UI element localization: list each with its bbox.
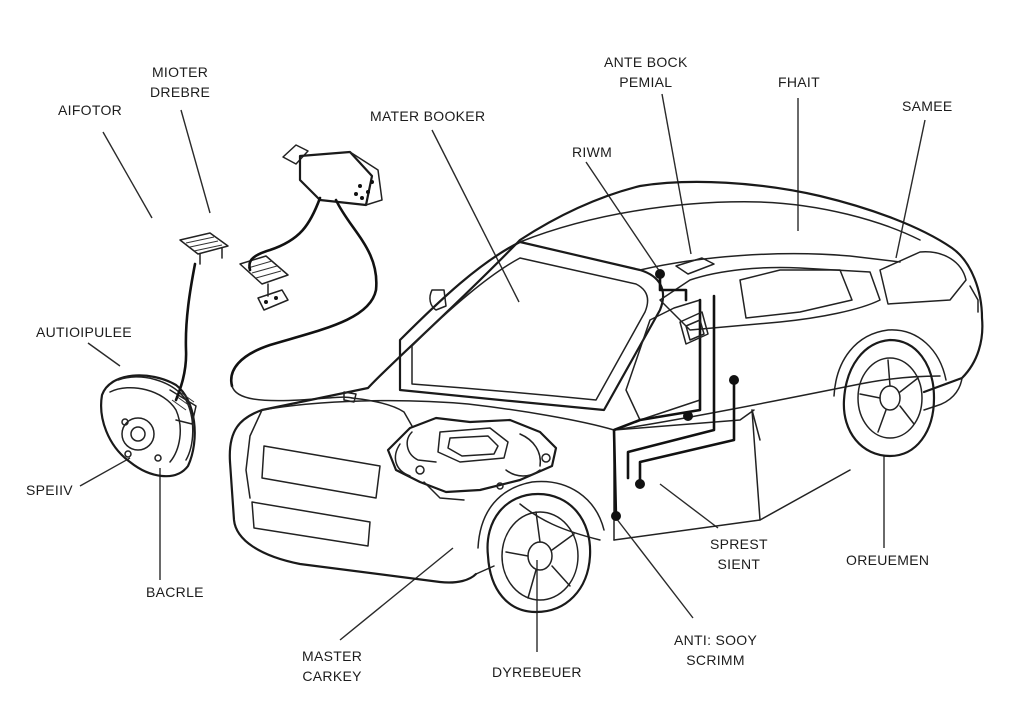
- label-fhait: FHAIT: [778, 74, 820, 90]
- label-master-booster: MATER BOOKER: [370, 108, 486, 124]
- car-body: [228, 180, 984, 584]
- rear-wheel: [833, 329, 947, 458]
- control-box: [679, 311, 709, 345]
- label-ante-block-line2: PEMIAL: [619, 74, 673, 90]
- label-master-brake-line2: DREBRE: [150, 84, 211, 100]
- label-sprest-sient: SPREST SIENT: [710, 534, 768, 574]
- brake-caliper: [100, 374, 197, 478]
- brake-pedal-left: [179, 232, 229, 255]
- brake-pedal-right: [239, 255, 289, 285]
- label-master-brake: MIOTER DREBRE: [150, 62, 210, 102]
- label-dyrebeuer: DYREBEUER: [492, 664, 582, 680]
- brake-lines: [174, 196, 378, 402]
- abs-module: [343, 391, 558, 501]
- junction-node: [655, 269, 665, 279]
- label-ante-block-pedal: ANTE BOCK PEMIAL: [604, 52, 688, 92]
- label-speed: SPEIIV: [26, 482, 73, 498]
- label-sprest-line2: SIENT: [717, 556, 761, 572]
- junction-node: [683, 411, 693, 421]
- label-master-brake-line1: MIOTER: [151, 64, 209, 80]
- label-master-carkey: MASTER CARKEY: [302, 646, 362, 686]
- junction-node: [729, 375, 739, 385]
- label-master-carkey-line1: MASTER: [302, 648, 363, 664]
- label-master-carkey-line2: CARKEY: [302, 668, 362, 684]
- label-oreuemen: OREUEMEN: [846, 552, 930, 568]
- label-anti-sooy-scumm: ANTI: SOOY SCRIMM: [674, 630, 757, 670]
- label-sprest-line1: SPREST: [710, 536, 768, 552]
- label-anti-line2: SCRIMM: [686, 652, 745, 668]
- label-ante-block-line1: ANTE BOCK: [604, 54, 688, 70]
- front-wheel: [477, 480, 605, 614]
- sensor-block: [675, 257, 715, 275]
- leader-lines: [79, 93, 926, 652]
- sensor-connector: [282, 144, 383, 207]
- label-autopulee: AUTIOIPULEE: [36, 324, 132, 340]
- junction-node: [635, 479, 645, 489]
- junction-node: [611, 511, 621, 521]
- side-wiring: [611, 257, 739, 521]
- label-rim: RIWM: [572, 144, 613, 160]
- label-backle: BACRLE: [146, 584, 204, 600]
- label-samee: SAMEE: [902, 98, 953, 114]
- label-actuator: AIFOTOR: [58, 102, 123, 118]
- label-anti-line1: ANTI: SOOY: [674, 632, 758, 648]
- pedal-assembly: [179, 232, 289, 311]
